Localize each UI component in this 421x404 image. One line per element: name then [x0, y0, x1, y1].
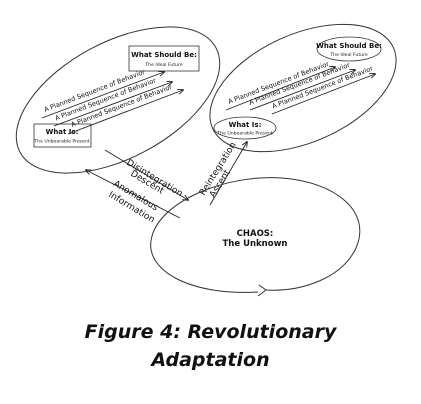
- right-cycle-ellipse: [209, 23, 397, 153]
- left-is-box: What Is: The Unbearable Present: [33, 123, 92, 148]
- right-should-be-box: What Should Be: The Ideal Future: [316, 36, 382, 62]
- left-is-title: What Is:: [46, 128, 79, 136]
- chaos-title: CHAOS:: [237, 229, 274, 239]
- chaos-subtitle: The Unknown: [223, 239, 288, 249]
- right-is-title: What Is:: [229, 121, 262, 129]
- caption-line-1: Figure 4: Revolutionary: [84, 321, 337, 343]
- left-should-be-title: What Should Be:: [131, 51, 197, 59]
- chaos-cycle: CHAOS: The Unknown: [150, 177, 361, 297]
- left-should-be-subtitle: The Ideal Future: [144, 62, 182, 68]
- reintegration-ascent-connector: Reintegration Ascent: [198, 141, 247, 206]
- chaos-cycle-ellipse: [150, 177, 361, 293]
- right-should-be-subtitle: The Ideal Future: [329, 52, 367, 58]
- right-should-be-title: What Should Be:: [316, 42, 382, 50]
- caption-line-2: Adaptation: [151, 349, 270, 371]
- figure-caption: Figure 4: Revolutionary Adaptation: [0, 318, 421, 374]
- left-should-be-box: What Should Be: The Ideal Future: [128, 45, 200, 72]
- revolutionary-adaptation-diagram: What Should Be: The Ideal Future What Is…: [15, 23, 397, 297]
- chaos-cycle-arrowhead: [257, 284, 267, 297]
- left-cycle-ellipse: [15, 26, 221, 174]
- left-is-subtitle: The Unbearable Present: [33, 139, 89, 145]
- right-is-box: What Is: The Unbearable Present: [213, 116, 277, 140]
- right-is-subtitle: The Unbearable Present: [216, 131, 272, 137]
- left-cycle: What Should Be: The Ideal Future What Is…: [15, 26, 221, 174]
